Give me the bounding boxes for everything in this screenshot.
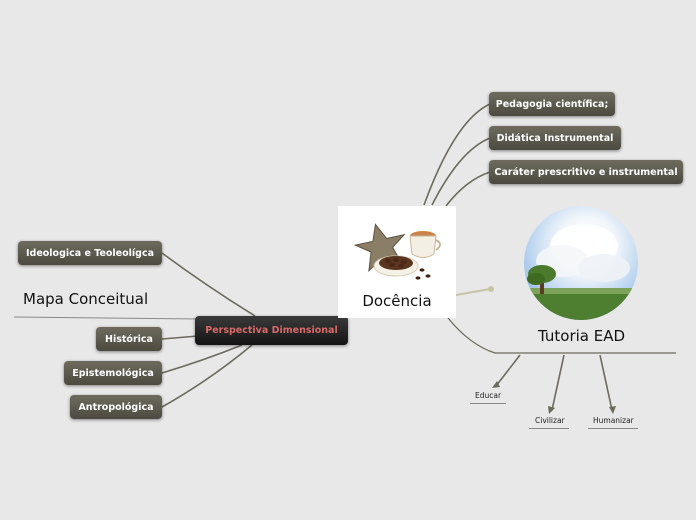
node-epistemologica-label: Epistemológica [72, 367, 154, 379]
center-node-docencia[interactable]: Docência [338, 206, 456, 318]
node-historica-label: Histórica [105, 333, 153, 345]
node-didatica[interactable]: Didática Instrumental [489, 126, 621, 150]
node-historica[interactable]: Histórica [96, 327, 162, 351]
node-pedagogia[interactable]: Pedagogia científica; [489, 92, 615, 116]
connector-didatica [431, 137, 491, 206]
connector-antropologica [161, 344, 253, 408]
node-antropologica[interactable]: Antropológica [70, 395, 162, 419]
label-educar[interactable]: Educar [475, 391, 502, 400]
node-carater-label: Caráter prescritivo e instrumental [494, 166, 678, 178]
connector-ideologica [161, 252, 256, 317]
label-humanizar[interactable]: Humanizar [593, 416, 634, 425]
label-tutoria-ead[interactable]: Tutoria EAD [538, 327, 626, 345]
center-title: Docência [362, 292, 432, 310]
connector-image-dot [488, 286, 494, 292]
connector-tutoria [447, 317, 676, 354]
connector-educar [495, 354, 521, 387]
coffee-stars-icon [353, 223, 441, 280]
connector-carater [445, 171, 491, 207]
arrowhead-civilizar [548, 406, 555, 414]
node-carater[interactable]: Caráter prescritivo e instrumental [489, 160, 683, 184]
underline-civilizar [529, 428, 569, 429]
node-didatica-label: Didática Instrumental [496, 132, 614, 144]
node-epistemologica[interactable]: Epistemológica [64, 361, 162, 385]
connector-mapa [13, 316, 201, 320]
node-ideologica[interactable]: Ideologica e Teoleolígca [18, 241, 162, 265]
landscape-sky-icon [524, 206, 638, 320]
connector-civilizar [551, 354, 565, 411]
node-antropologica-label: Antropológica [78, 401, 154, 413]
label-mapa-conceitual[interactable]: Mapa Conceitual [23, 290, 149, 308]
label-civilizar[interactable]: Civilizar [535, 416, 565, 425]
underline-educar [470, 403, 506, 404]
connector-image [455, 288, 491, 296]
node-ideologica-label: Ideologica e Teoleolígca [25, 247, 154, 259]
connector-humanizar [599, 354, 613, 411]
connector-epistemologica [161, 344, 243, 374]
underline-humanizar [588, 428, 638, 429]
arrowhead-humanizar [609, 406, 616, 414]
arrowhead-educar [492, 381, 500, 388]
node-pedagogia-label: Pedagogia científica; [495, 98, 609, 110]
node-perspectiva-dimensional[interactable]: Perspectiva Dimensional [195, 316, 348, 345]
connector-historica [161, 335, 199, 340]
node-perspectiva-label: Perspectiva Dimensional [205, 325, 338, 336]
connector-pedagogia [423, 103, 491, 206]
